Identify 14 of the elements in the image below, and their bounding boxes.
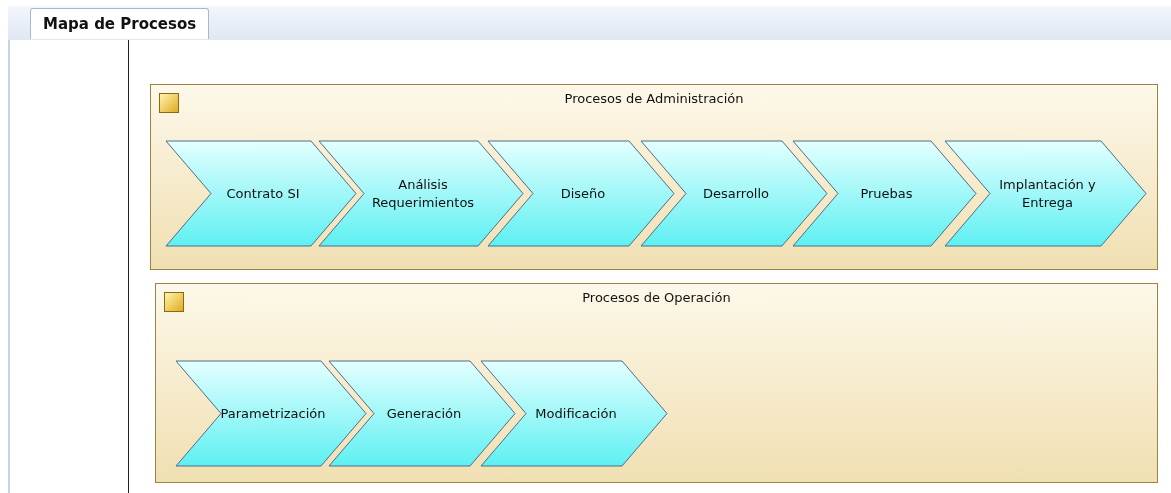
process-label: Modificación	[534, 404, 618, 423]
process-group-panel	[155, 283, 1158, 483]
process-label: Pruebas	[859, 184, 914, 203]
process-label: Diseño	[559, 184, 607, 203]
group-title: Procesos de Operación	[582, 290, 731, 305]
process-label: Implantación y Entrega	[998, 175, 1097, 212]
tab-label: Mapa de Procesos	[30, 8, 210, 39]
process-group-panel	[150, 84, 1158, 270]
process-label: Parametrización	[219, 404, 327, 423]
process-label: Generación	[385, 404, 463, 423]
process-label: Desarrollo	[701, 184, 771, 203]
process-label: Contrato SI	[225, 184, 301, 203]
process-label: Análisis Requerimientos	[370, 175, 476, 212]
group-title: Procesos de Administración	[564, 91, 744, 106]
